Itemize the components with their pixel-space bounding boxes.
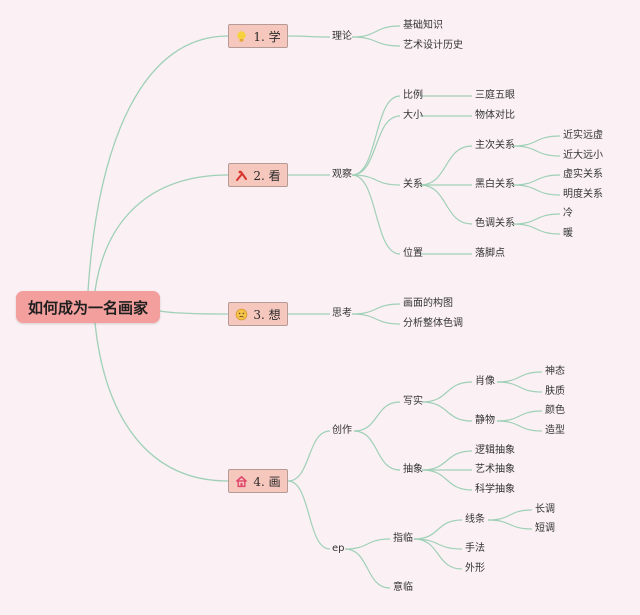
node-expression[interactable]: 神态: [545, 366, 565, 377]
topic-paint-label: 4. 画: [253, 474, 281, 489]
connector-line: [351, 174, 401, 255]
connector-line: [413, 538, 463, 570]
node-free-copy[interactable]: 意临: [393, 582, 413, 593]
node-object-contrast[interactable]: 物体对比: [475, 110, 515, 121]
node-solid-void[interactable]: 虚实关系: [563, 169, 603, 180]
node-art-design-history[interactable]: 艺术设计历史: [403, 40, 463, 51]
node-still-life[interactable]: 静物: [475, 415, 495, 426]
connector-line: [421, 401, 473, 422]
node-art-abstract[interactable]: 艺术抽象: [475, 464, 515, 475]
connector-line: [496, 410, 543, 422]
node-create[interactable]: 创作: [332, 425, 352, 436]
node-color-tone[interactable]: 色调关系: [475, 218, 515, 229]
node-near-big-far-small[interactable]: 近大远小: [563, 150, 603, 161]
connector-line: [496, 371, 543, 383]
node-think[interactable]: 思考: [332, 308, 352, 319]
connector-line: [421, 469, 473, 491]
node-theory[interactable]: 理论: [332, 31, 352, 42]
node-size[interactable]: 大小: [403, 110, 423, 121]
connector-line: [353, 401, 401, 432]
connector-line: [94, 322, 229, 482]
connector-line: [351, 36, 401, 47]
connector-line: [421, 450, 473, 471]
connector-line: [496, 420, 543, 432]
connector-line: [159, 310, 229, 315]
node-skin-texture[interactable]: 肤质: [545, 386, 565, 397]
connector-line: [512, 213, 561, 225]
node-three-courts-five-eyes[interactable]: 三庭五眼: [475, 90, 515, 101]
node-abstract[interactable]: 抽象: [403, 464, 423, 475]
connector-line: [353, 430, 401, 471]
connector-line: [487, 519, 533, 530]
topic-look[interactable]: 2. 看: [228, 163, 288, 187]
connector-line: [351, 174, 401, 186]
node-long-tone[interactable]: 长调: [535, 504, 555, 515]
node-value-relations[interactable]: 明度关系: [563, 189, 603, 200]
connector-line: [487, 509, 533, 521]
node-outline[interactable]: 外形: [465, 563, 485, 574]
connector-line: [94, 174, 229, 292]
node-ep[interactable]: ep: [332, 543, 345, 554]
topic-think-label: 3. 想: [253, 307, 281, 322]
connector-line: [421, 381, 473, 403]
node-basic-knowledge[interactable]: 基础知识: [403, 20, 443, 31]
thinking-face-icon: [235, 308, 248, 321]
node-composition[interactable]: 画面的构图: [403, 298, 453, 309]
connector-line: [512, 135, 561, 147]
root-node[interactable]: 如何成为一名画家: [16, 291, 160, 323]
connector-line: [496, 381, 543, 393]
node-technique[interactable]: 手法: [465, 543, 485, 554]
node-copy-direct[interactable]: 指临: [393, 533, 413, 544]
node-lines[interactable]: 线条: [465, 514, 485, 525]
topic-look-label: 2. 看: [253, 168, 281, 183]
node-color[interactable]: 颜色: [545, 405, 565, 416]
connector-line: [87, 35, 229, 292]
connector-line: [351, 303, 401, 315]
topic-paint[interactable]: 4. 画: [228, 469, 288, 493]
connector-line: [287, 35, 331, 38]
topic-learn-label: 1. 学: [253, 29, 281, 44]
node-position[interactable]: 位置: [403, 248, 423, 259]
node-form[interactable]: 造型: [545, 425, 565, 436]
node-short-tone[interactable]: 短调: [535, 523, 555, 534]
topic-learn[interactable]: 1. 学: [228, 24, 288, 48]
node-warm[interactable]: 暖: [563, 228, 573, 239]
node-portrait[interactable]: 肖像: [475, 376, 495, 387]
node-proportion[interactable]: 比例: [403, 90, 423, 101]
node-foothold[interactable]: 落脚点: [475, 248, 505, 259]
connector-line: [287, 480, 331, 550]
node-overall-tone[interactable]: 分析整体色调: [403, 318, 463, 329]
connector-line: [351, 95, 401, 176]
node-observe[interactable]: 观察: [332, 169, 352, 180]
connector-line: [512, 145, 561, 157]
connector-line: [419, 145, 473, 186]
topic-think[interactable]: 3. 想: [228, 302, 288, 326]
node-realism[interactable]: 写实: [403, 396, 423, 407]
node-science-abstract[interactable]: 科学抽象: [475, 484, 515, 495]
connector-line: [413, 519, 463, 540]
connector-line: [512, 184, 561, 196]
connector-line: [351, 25, 401, 38]
house-icon: [235, 475, 248, 488]
lightbulb-icon: [235, 30, 248, 43]
node-relations[interactable]: 关系: [403, 179, 423, 190]
connector-line: [287, 430, 331, 482]
connector-line: [351, 313, 401, 325]
root-label: 如何成为一名画家: [27, 298, 148, 317]
connector-line: [351, 115, 401, 176]
connector-line: [344, 538, 391, 550]
tools-icon: [235, 169, 248, 182]
connector-line: [512, 223, 561, 235]
connector-line: [344, 548, 391, 589]
node-logic-abstract[interactable]: 逻辑抽象: [475, 445, 515, 456]
node-primary-secondary[interactable]: 主次关系: [475, 140, 515, 151]
node-near-solid-far-soft[interactable]: 近实远虚: [563, 130, 603, 141]
connector-line: [419, 184, 473, 225]
node-cool[interactable]: 冷: [563, 208, 573, 219]
node-black-white[interactable]: 黑白关系: [475, 179, 515, 190]
connector-line: [512, 174, 561, 186]
